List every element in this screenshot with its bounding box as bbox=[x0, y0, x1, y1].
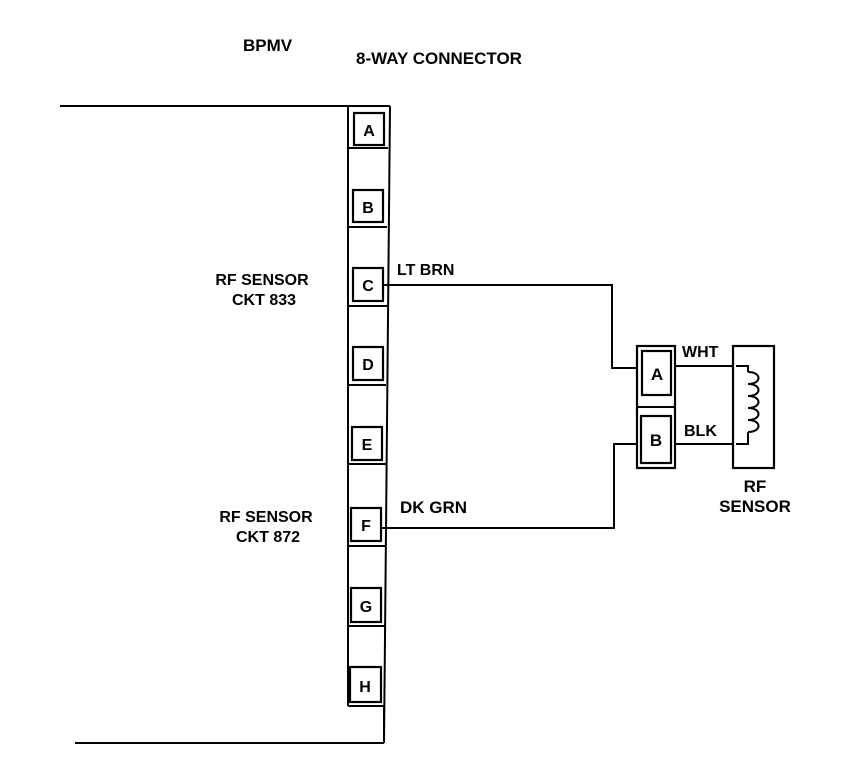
connector-body bbox=[347, 105, 391, 744]
sensor-pin-label-b: B bbox=[650, 431, 662, 450]
pin-label-c: C bbox=[362, 278, 374, 295]
wire-dk-grn bbox=[382, 443, 637, 529]
wire-color-wht: WHT bbox=[682, 344, 719, 361]
sensor-pin-box-a bbox=[640, 349, 673, 397]
pin-label-e: E bbox=[362, 437, 373, 454]
sensor-label-line2: SENSOR bbox=[719, 497, 791, 516]
wire-color-lt-brn: LT BRN bbox=[397, 262, 454, 279]
rf-sensor bbox=[731, 344, 776, 470]
pin-box-f bbox=[349, 506, 383, 543]
pin-box-b bbox=[351, 188, 385, 224]
sensor-pin-box-b bbox=[639, 414, 673, 465]
wire-color-blk: BLK bbox=[684, 423, 717, 440]
pin-box-h bbox=[348, 665, 383, 704]
pin-label-b: B bbox=[362, 200, 374, 217]
pin-box-d bbox=[351, 345, 385, 382]
circuit-833-number: CKT 833 bbox=[232, 292, 296, 309]
pin-label-g: G bbox=[360, 599, 372, 616]
pin-label-d: D bbox=[362, 357, 374, 374]
sensor-label-line1: RF bbox=[744, 477, 767, 496]
pin-label-a: A bbox=[363, 123, 375, 140]
pin-box-c bbox=[351, 266, 385, 303]
circuit-872-label: RF SENSOR bbox=[219, 509, 313, 526]
wire-color-dk-grn: DK GRN bbox=[400, 498, 467, 517]
pin-label-f: F bbox=[361, 518, 371, 535]
coil-lead-top bbox=[736, 365, 749, 372]
coil-icon bbox=[747, 371, 760, 433]
connector-title: 8-WAY CONNECTOR bbox=[356, 49, 522, 68]
sensor-connector: A B bbox=[635, 344, 677, 470]
pin-label-h: H bbox=[359, 679, 371, 696]
connector-strip: A B C D E F G H bbox=[347, 105, 391, 744]
pin-box-g bbox=[349, 586, 383, 624]
pin-box-e bbox=[350, 425, 384, 462]
coil-lead-bottom bbox=[736, 432, 749, 445]
wire-lt-brn bbox=[384, 284, 637, 369]
circuit-872-number: CKT 872 bbox=[236, 529, 300, 546]
module-title: BPMV bbox=[243, 36, 293, 55]
circuit-833-label: RF SENSOR bbox=[215, 272, 309, 289]
sensor-pin-label-a: A bbox=[651, 365, 663, 384]
pin-box-a bbox=[352, 111, 386, 147]
